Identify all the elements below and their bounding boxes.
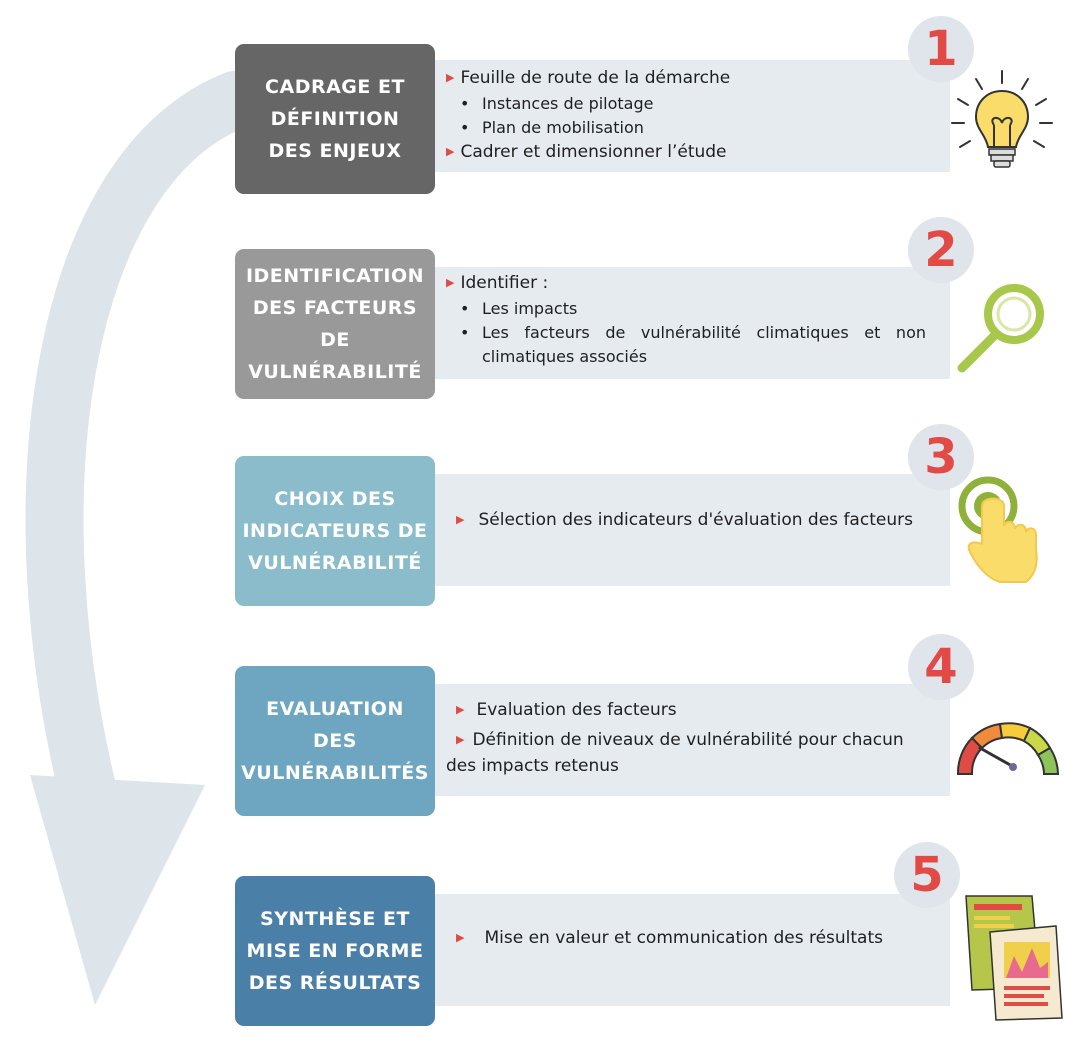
list-item: Plan de mobilisation bbox=[446, 116, 936, 140]
list-item: Instances de pilotage bbox=[446, 92, 936, 116]
list-item: ▶Feuille de route de la démarche bbox=[446, 68, 731, 88]
step-number-badge: 1 bbox=[906, 14, 976, 84]
step-1: 1 CADRAGE ET DÉFINITION DES ENJEUX ▶Feui… bbox=[0, 16, 1066, 210]
list-item: Les impacts bbox=[446, 297, 936, 321]
step-items: ▶Identifier : Les impacts Les facteurs d… bbox=[446, 271, 936, 369]
step-title: EVALUATION DES VULNÉRABILITÉS bbox=[235, 666, 435, 816]
step-title: SYNTHÈSE ET MISE EN FORME DES RÉSULTATS bbox=[235, 876, 435, 1026]
step-number-badge: 5 bbox=[892, 840, 962, 910]
step-number-badge: 3 bbox=[906, 422, 976, 492]
step-title: CADRAGE ET DÉFINITION DES ENJEUX bbox=[235, 44, 435, 194]
list-item: ▶Identifier : bbox=[446, 273, 549, 293]
step-panel bbox=[423, 894, 950, 1006]
lightbulb-icon bbox=[951, 70, 1053, 168]
list-item: ▶Sélection des indicateurs d'évaluation … bbox=[456, 510, 913, 530]
magnifier-icon bbox=[957, 284, 1044, 373]
curved-flow-arrow bbox=[25, 71, 264, 1005]
list-item: ▶Evaluation des facteurs bbox=[456, 700, 677, 720]
step-items: ▶Mise en valeur et communication des rés… bbox=[446, 926, 936, 952]
step-items: ▶Feuille de route de la démarche Instanc… bbox=[446, 66, 936, 166]
step-number-badge: 4 bbox=[906, 632, 976, 702]
list-item: ▶Mise en valeur et communication des rés… bbox=[456, 928, 883, 948]
step-panel bbox=[423, 684, 950, 796]
hand-pointer-icon bbox=[958, 476, 1038, 583]
step-items: ▶Evaluation des facteurs ▶Définition de … bbox=[446, 698, 936, 778]
list-item: ▶Cadrer et dimensionner l’étude bbox=[446, 142, 727, 162]
step-4: 4 EVALUATION DES VULNÉRABILITÉS ▶Evaluat… bbox=[0, 634, 1066, 832]
step-title: CHOIX DES INDICATEURS DE VULNÉRABILITÉ bbox=[235, 456, 435, 606]
list-item: Les facteurs de vulnérabilité climatique… bbox=[446, 321, 936, 369]
step-title: IDENTIFICATION DES FACTEURS DE VULNÉRABI… bbox=[235, 249, 435, 399]
step-5: 5 SYNTHÈSE ET MISE EN FORME DES RÉSULTAT… bbox=[0, 842, 1066, 1042]
step-2: 2 IDENTIFICATION DES FACTEURS DE VULNÉRA… bbox=[0, 217, 1066, 415]
report-icon bbox=[965, 895, 1063, 1021]
step-panel bbox=[423, 474, 950, 586]
list-item: ▶Définition de niveaux de vulnérabilité … bbox=[446, 730, 904, 776]
step-items: ▶Sélection des indicateurs d'évaluation … bbox=[446, 508, 936, 534]
gauge-icon bbox=[956, 722, 1060, 775]
step-number-badge: 2 bbox=[906, 215, 976, 285]
step-3: 3 CHOIX DES INDICATEURS DE VULNÉRABILITÉ… bbox=[0, 424, 1066, 622]
